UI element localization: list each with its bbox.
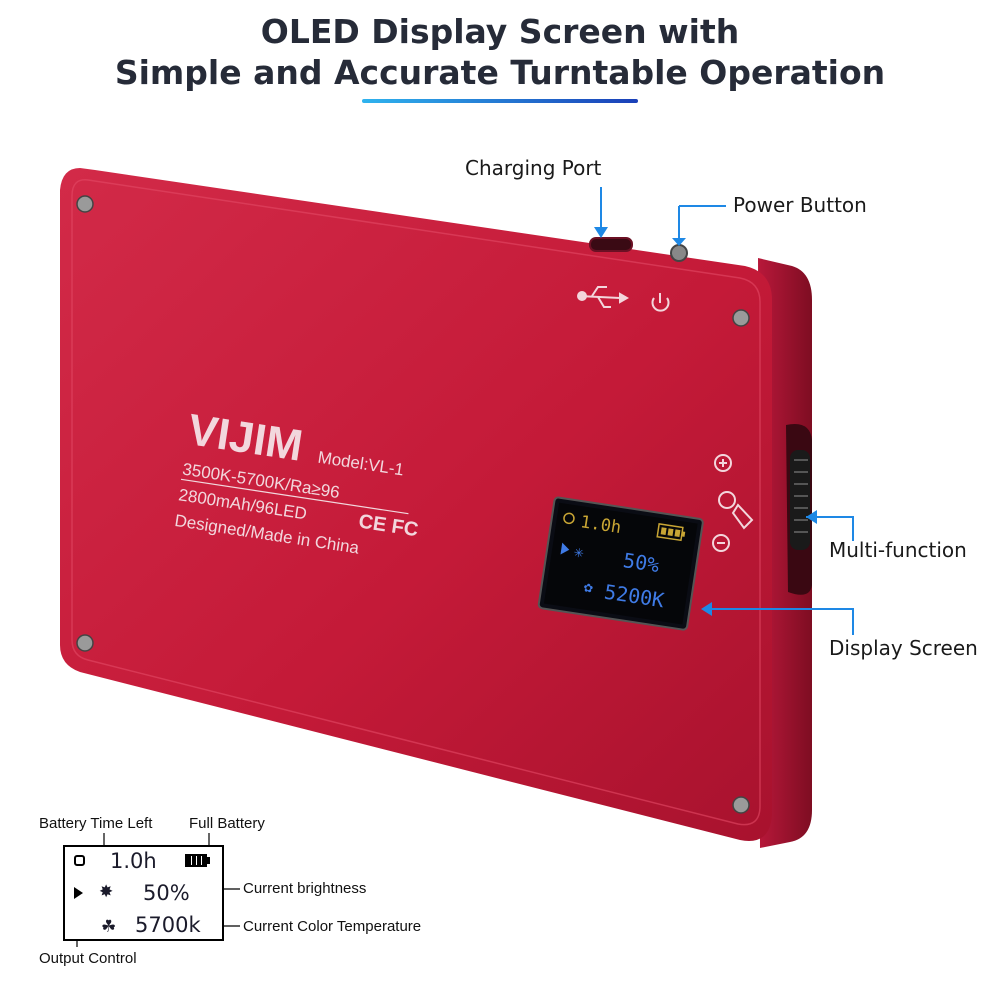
battery-tip-icon <box>207 857 210 864</box>
label-current-color-temperature: Current Color Temperature <box>243 918 422 935</box>
output-play-icon <box>74 887 83 899</box>
power-icon <box>651 293 670 312</box>
brightness-knob-icon <box>718 491 754 530</box>
callout-display-screen: Display Screen <box>829 636 978 660</box>
label-battery-time-left: Battery Time Left <box>39 815 153 832</box>
oled-battery-icon <box>656 523 686 542</box>
label-full-battery: Full Battery <box>189 815 265 832</box>
callout-charging-port: Charging Port <box>465 156 602 180</box>
legend-time-value: 1.0h <box>110 849 157 873</box>
usb-icon <box>577 286 630 308</box>
device-front-face <box>60 168 772 841</box>
minus-icon <box>712 534 730 552</box>
plus-icon <box>714 454 732 472</box>
screw-icon <box>76 195 750 814</box>
clock-icon <box>74 855 85 866</box>
oled-display: 1.0h ✳ 50% ✿ 5200K <box>537 496 704 631</box>
callout-power-button: Power Button <box>733 193 867 217</box>
display-legend-box: 1.0h ✸ 50% ☘ 5700k <box>63 845 224 941</box>
oled-output-icon <box>560 542 570 555</box>
oled-brightness: 50% <box>622 548 661 577</box>
headline-underline <box>362 99 638 103</box>
headline-line-1: OLED Display Screen with <box>260 12 740 51</box>
legend-brightness-value: 50% <box>143 881 190 905</box>
label-output-control: Output Control <box>39 950 137 967</box>
headline-line-2: Simple and Accurate Turntable Operation <box>114 53 886 92</box>
label-current-brightness: Current brightness <box>243 880 367 897</box>
brightness-sun-icon: ✸ <box>99 882 114 902</box>
battery-full-icon <box>185 854 207 867</box>
oled-sun-icon: ✳ <box>573 542 586 562</box>
callout-multi-function: Multi-function <box>829 538 967 562</box>
color-temp-icon: ☘ <box>101 917 117 937</box>
charging-port <box>589 237 633 252</box>
legend-temp-value: 5700k <box>135 913 201 937</box>
oled-fan-icon: ✿ <box>583 577 595 596</box>
multi-function-knob <box>790 450 810 550</box>
oled-clock-icon <box>563 512 575 525</box>
